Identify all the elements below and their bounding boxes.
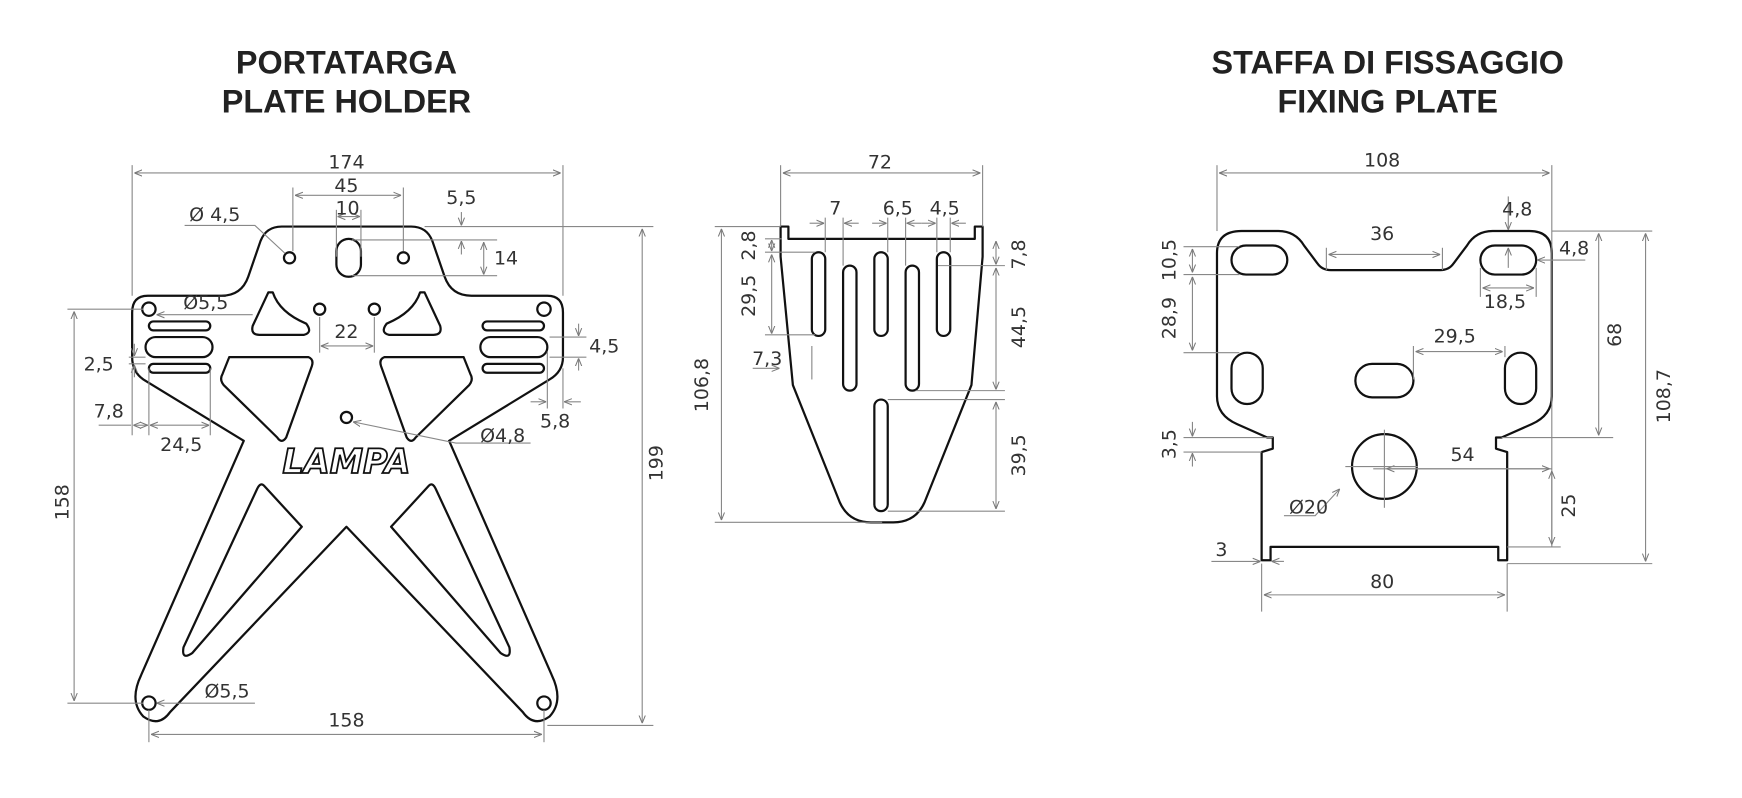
dim-hole-to-bottom: 25 xyxy=(1558,494,1580,518)
dim-slot-a: 7 xyxy=(829,197,841,219)
dim-width-total: 174 xyxy=(328,152,364,174)
plate-holder-outline xyxy=(131,225,565,723)
dim-bottom-hole-spacing: 158 xyxy=(328,710,364,732)
dim-hole-bottom-dia: Ø5,5 xyxy=(204,681,249,703)
fixing-dimension-lines xyxy=(1183,165,1653,612)
dim-height-total: 199 xyxy=(645,445,667,481)
dim-slot-c: 4,5 xyxy=(930,197,960,219)
cutout xyxy=(389,483,511,657)
dim-short-slot: 29,5 xyxy=(738,275,760,317)
dim-height-holes: 158 xyxy=(52,484,74,520)
plate-holder: PORTATARGA PLATE HOLDER LAM xyxy=(52,45,667,743)
dim-side-slot-height: 4,5 xyxy=(589,336,619,358)
dim-slot-right-offset: 4,8 xyxy=(1559,237,1589,259)
dim-center-hole-dia: Ø4,8 xyxy=(480,425,525,447)
dim-big-hole-dia: Ø20 xyxy=(1289,496,1328,518)
plate-holder-dimension-lines xyxy=(67,165,654,743)
middle-bracket-outline xyxy=(779,225,984,524)
cutout xyxy=(251,291,311,336)
dim-right-top: 7,8 xyxy=(1008,239,1030,269)
dim-long-slot: 44,5 xyxy=(1008,306,1030,348)
dim-step: 3,5 xyxy=(1159,429,1181,459)
dim-slot-gap: 2,5 xyxy=(84,354,114,376)
dim-hole-to-edge: 54 xyxy=(1450,444,1474,466)
dim-slot-spacing-left: 28,9 xyxy=(1159,297,1181,339)
plate-holder-title-en: PLATE HOLDER xyxy=(222,84,471,120)
dim-top-offset: 2,8 xyxy=(738,230,760,260)
dim-slot-height-left: 10,5 xyxy=(1159,239,1181,281)
left-slots xyxy=(144,320,214,374)
fixing-plate-title-it: STAFFA DI FISSAGGIO xyxy=(1212,45,1564,81)
middle-bracket: 72 7 6,5 4,5 2,8 29,5 7,3 106,8 7,8 44,5… xyxy=(691,152,1030,524)
cutout xyxy=(382,291,442,336)
dim-middle-height: 106,8 xyxy=(691,358,713,412)
dim-middle-width: 72 xyxy=(868,152,892,174)
dim-bottom-slot: 39,5 xyxy=(1008,434,1030,476)
middle-slots xyxy=(810,251,952,513)
dim-slot-width: 10 xyxy=(335,197,359,219)
dim-edge: 7,3 xyxy=(752,348,782,370)
plate-holder-title-it: PORTATARGA xyxy=(236,45,457,81)
fixing-plate-outline xyxy=(1215,229,1553,562)
dim-edge-offset: 7,8 xyxy=(94,400,124,422)
right-slots xyxy=(479,320,549,374)
dim-notch: 36 xyxy=(1370,223,1394,245)
dim-slot-offset: 5,5 xyxy=(446,187,476,209)
dim-hole-mid-spacing: 22 xyxy=(334,321,358,343)
dim-height-68: 68 xyxy=(1604,323,1626,347)
fixing-plate: STAFFA DI FISSAGGIO FIXING PLATE xyxy=(1159,45,1675,612)
middle-dimension-lines xyxy=(714,165,1005,523)
dim-hole-side-dia: Ø5,5 xyxy=(183,292,228,314)
cutout xyxy=(379,356,473,442)
dim-slot-length: 18,5 xyxy=(1484,291,1526,313)
fixing-plate-title-en: FIXING PLATE xyxy=(1277,84,1498,120)
dim-right-offset: 5,8 xyxy=(540,410,570,432)
dim-fixing-width: 108 xyxy=(1364,149,1400,171)
dim-fixing-height-total: 108,7 xyxy=(1653,369,1675,423)
dim-bottom-width: 80 xyxy=(1370,571,1394,593)
dim-slot-top-offset: 4,8 xyxy=(1502,198,1532,220)
lampa-logo: LAMPA xyxy=(282,442,410,481)
dim-slot-height: 14 xyxy=(494,248,518,270)
dim-hole-spacing-top: 45 xyxy=(334,175,358,197)
dim-slot-b: 6,5 xyxy=(883,197,913,219)
dim-tab: 3 xyxy=(1215,539,1227,561)
dim-center-spacing: 29,5 xyxy=(1434,326,1476,348)
dim-side-slot-length: 24,5 xyxy=(160,434,202,456)
dim-hole-top-dia: Ø 4,5 xyxy=(189,204,240,226)
cutout xyxy=(182,483,303,657)
cutout xyxy=(220,356,314,442)
